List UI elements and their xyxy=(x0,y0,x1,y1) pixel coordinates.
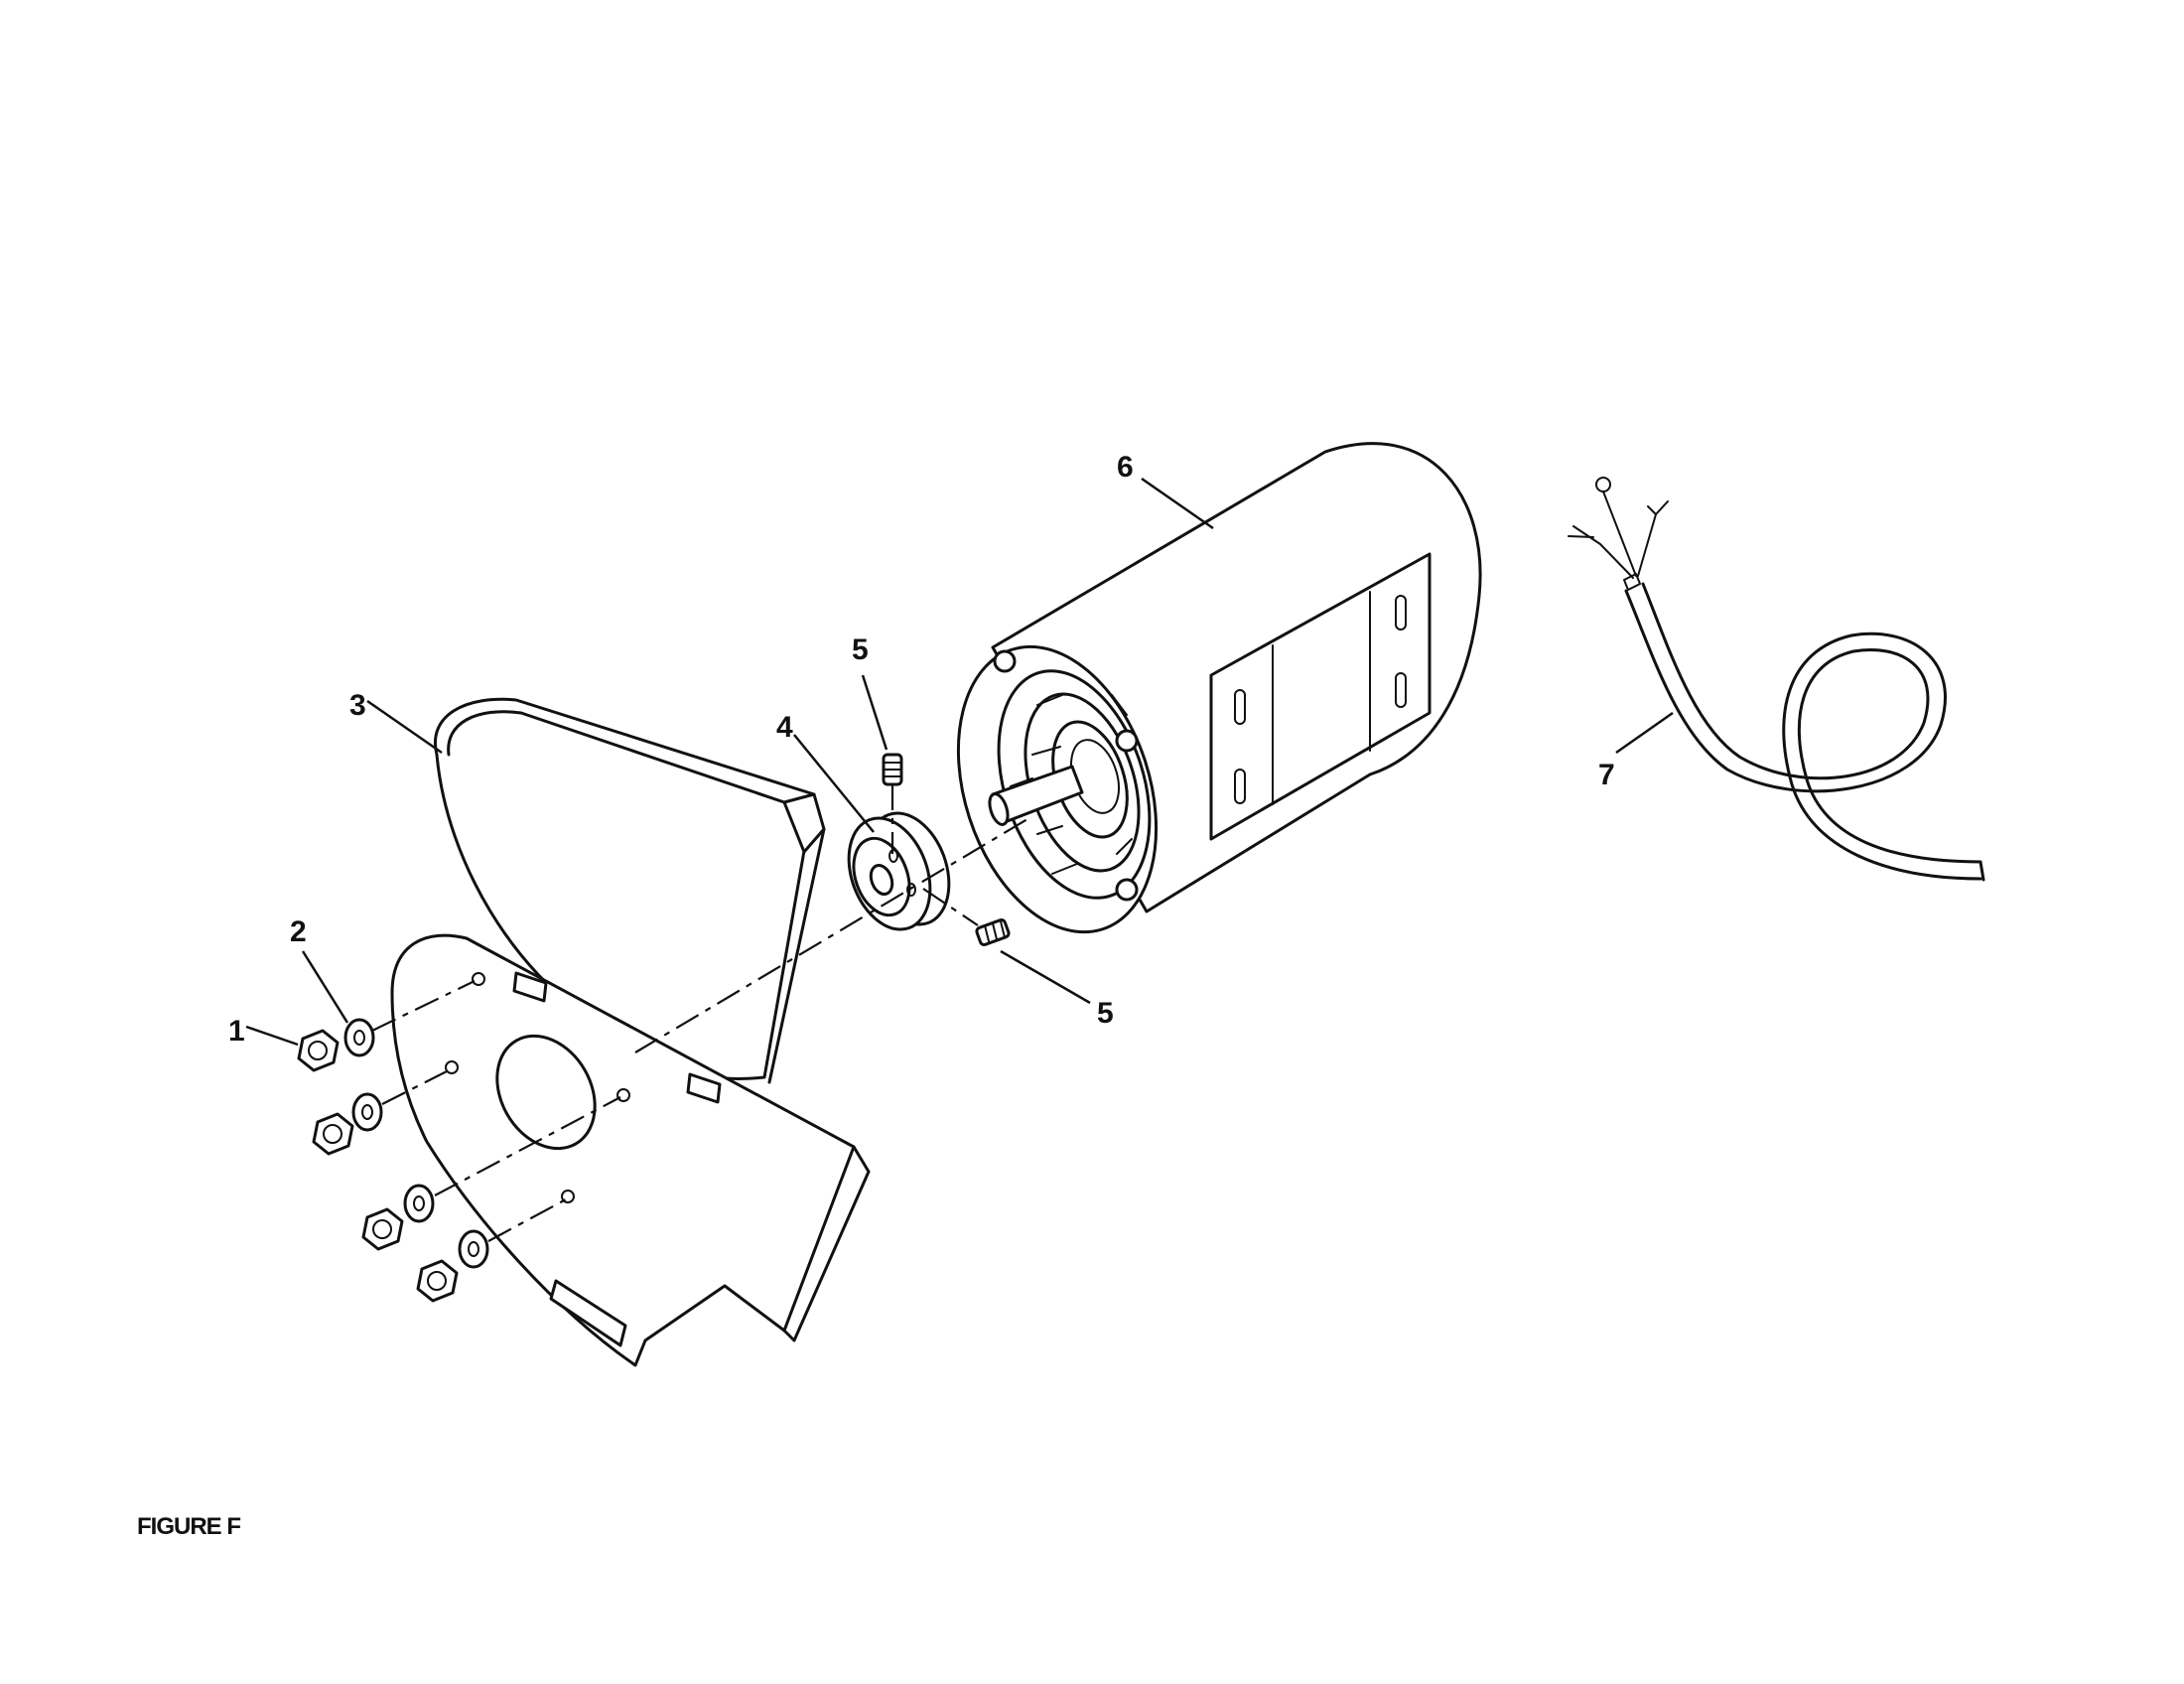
set-screw-top xyxy=(882,753,903,786)
nut-1 xyxy=(297,1029,340,1072)
washer-1 xyxy=(343,1018,375,1057)
callout-1: 1 xyxy=(228,1015,245,1048)
callout-2: 2 xyxy=(290,915,307,948)
set-screw-bottom xyxy=(975,918,1011,946)
callout-leaders xyxy=(245,477,1674,1047)
assembly-centerlines xyxy=(371,784,1033,1242)
callout-6: 6 xyxy=(1117,451,1134,484)
callout-4: 4 xyxy=(776,711,793,744)
nut-2 xyxy=(312,1112,354,1156)
washer-2 xyxy=(351,1092,383,1132)
callout-3: 3 xyxy=(349,689,366,722)
motor xyxy=(956,442,1482,934)
belt-guard-bottom xyxy=(390,933,871,1367)
washer-3 xyxy=(403,1184,435,1223)
nut-4 xyxy=(416,1259,459,1303)
pulley xyxy=(847,811,951,931)
nut-3 xyxy=(361,1207,404,1251)
power-cord xyxy=(1568,477,1985,882)
callout-5-bottom: 5 xyxy=(1097,997,1114,1030)
washer-4 xyxy=(458,1229,489,1269)
callout-5-top: 5 xyxy=(852,633,869,666)
figure-caption: FIGURE F xyxy=(137,1513,241,1540)
callout-7: 7 xyxy=(1598,759,1615,791)
